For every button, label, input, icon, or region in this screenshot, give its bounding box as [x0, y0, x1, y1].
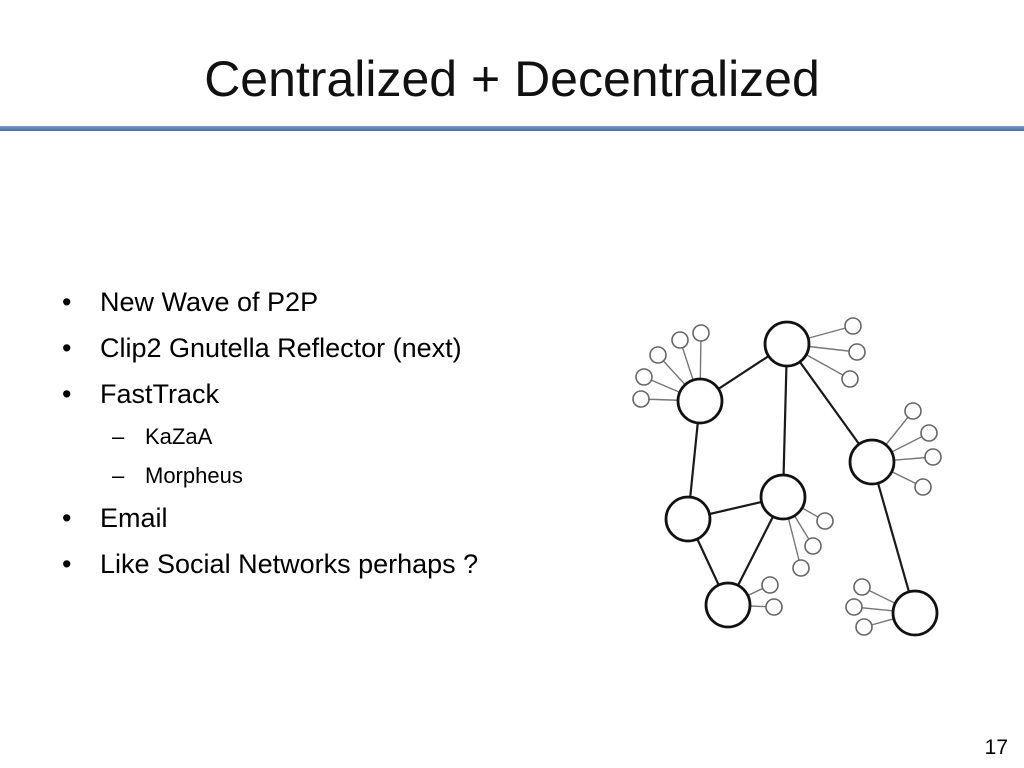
bullet-item: • Email — [62, 502, 622, 534]
bullet-marker: • — [62, 503, 72, 533]
slide-title: Centralized + Decentralized — [204, 51, 820, 107]
leaf-node-circle — [848, 343, 866, 361]
bullet-marker: • — [62, 287, 72, 317]
supernode-edge-line — [786, 343, 873, 463]
title-divider-line — [0, 126, 1024, 131]
bullet-item: • FastTrack — [62, 378, 622, 410]
leaf-node-circle — [853, 578, 871, 596]
leaf-node-circle — [632, 390, 650, 408]
page-number: 17 — [984, 736, 1008, 759]
supernode-edge-line — [870, 461, 917, 614]
bullet-marker: • — [62, 379, 72, 409]
bullet-text: Morpheus — [145, 463, 243, 488]
supernode-circle — [664, 495, 712, 543]
bullet-item: • New Wave of P2P — [62, 286, 622, 318]
leaf-node-circle — [841, 370, 859, 388]
bullet-item: • Like Social Networks perhaps ? — [62, 548, 622, 580]
leaf-node-circle — [904, 402, 922, 420]
sub-bullet-item: – KaZaA — [112, 424, 622, 450]
supernode-circle — [848, 438, 896, 486]
leaf-node-circle — [914, 478, 932, 496]
leaf-node-circle — [816, 512, 834, 530]
leaf-node-circle — [765, 598, 783, 616]
supernode-circle — [704, 581, 752, 629]
bullet-text: Like Social Networks perhaps ? — [100, 549, 479, 579]
leaf-node-circle — [692, 324, 710, 342]
supernode-circle — [759, 473, 807, 521]
leaf-node-circle — [804, 537, 822, 555]
leaf-node-circle — [761, 576, 779, 594]
leaf-node-circle — [792, 559, 810, 577]
supernode-circle — [676, 377, 724, 425]
dash-marker: – — [112, 424, 125, 449]
bullet-marker: • — [62, 333, 72, 363]
leaf-node-circle — [920, 424, 938, 442]
leaf-node-circle — [649, 346, 667, 364]
bullet-text: KaZaA — [145, 424, 213, 449]
bullet-item: • Clip2 Gnutella Reflector (next) — [62, 332, 622, 364]
supernode-circle — [763, 320, 811, 368]
leaf-node-circle — [635, 368, 653, 386]
dash-marker: – — [112, 463, 125, 488]
leaf-node-circle — [844, 317, 862, 335]
bullet-text: Clip2 Gnutella Reflector (next) — [100, 333, 462, 363]
supernode-circle — [891, 589, 939, 637]
leaf-node-circle — [924, 448, 942, 466]
bullet-marker: • — [62, 549, 72, 579]
bullet-list: • New Wave of P2P • Clip2 Gnutella Refle… — [62, 286, 622, 594]
leaf-node-circle — [845, 598, 863, 616]
bullet-text: New Wave of P2P — [100, 287, 319, 317]
network-diagram — [632, 317, 942, 637]
bullet-text: FastTrack — [100, 379, 220, 409]
leaf-node-circle — [855, 618, 873, 636]
leaf-node-circle — [671, 331, 689, 349]
sub-bullet-item: – Morpheus — [112, 463, 622, 489]
supernode-edge-line — [781, 343, 789, 498]
bullet-text: Email — [100, 503, 168, 533]
